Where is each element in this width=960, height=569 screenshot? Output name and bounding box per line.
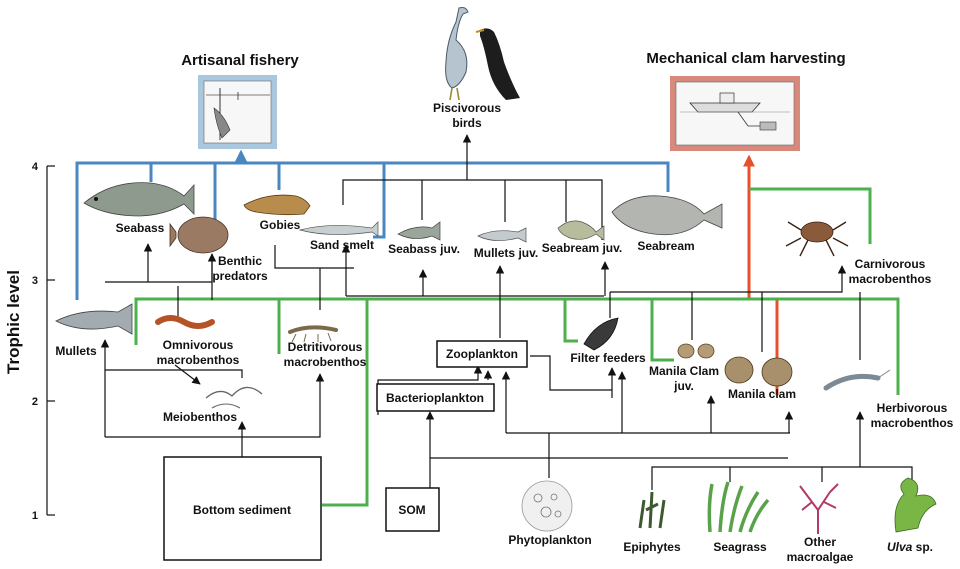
manila-clam-icon: [724, 356, 793, 387]
tick-4: 4: [32, 161, 39, 173]
phytoplankton-label: Phytoplankton: [508, 533, 591, 547]
trophic-axis: 4 3 2 1 Trophic level: [4, 161, 55, 522]
trophic-links: [100, 134, 913, 490]
ulva-label: Ulva sp.: [887, 540, 933, 554]
benthic-predators-label-2: predators: [212, 269, 268, 283]
phytoplankton-icon: [521, 480, 573, 532]
herbivorous-macrobenthos-label-1: Herbivorous: [877, 401, 948, 415]
fishing-net-illustration: [198, 75, 277, 149]
other-macroalgae-label-2: macroalgae: [787, 550, 854, 564]
goby-icon: [243, 194, 311, 216]
mullets-juv-label: Mullets juv.: [474, 246, 538, 260]
mechanical-harvesting-title: Mechanical clam harvesting: [646, 50, 845, 67]
worm-icon: [155, 315, 215, 329]
crab-icon: [785, 221, 849, 257]
bacterioplankton-label: Bacterioplankton: [386, 391, 484, 405]
ulva-suffix: sp.: [912, 540, 933, 554]
amphipod-icon: [288, 325, 338, 343]
tick-1: 1: [32, 510, 38, 522]
seabream-juv-label: Seabream juv.: [542, 241, 622, 255]
seabream-icon: [611, 195, 723, 236]
seagrass-icon: [707, 481, 770, 533]
sand-smelt-label: Sand smelt: [310, 238, 374, 252]
detritivorous-macrobenthos-label-2: macrobenthos: [284, 355, 367, 369]
flatfish-icon: [169, 216, 229, 254]
carnivorous-macrobenthos-label-2: macrobenthos: [849, 272, 932, 286]
bottom-sediment-box: [163, 456, 322, 561]
carnivorous-macrobenthos-label-1: Carnivorous: [855, 257, 926, 271]
ulva-genus: Ulva: [887, 540, 913, 554]
ulva-icon: [894, 477, 937, 533]
gobies-label: Gobies: [260, 218, 301, 232]
piscivorous-birds-label-2: birds: [452, 116, 482, 130]
seabream-label: Seabream: [637, 239, 694, 253]
macroalgae-icon: [799, 483, 839, 534]
mullet-icon: [55, 303, 133, 335]
fishery-links: [75, 149, 670, 300]
zooplankton-box: [436, 340, 528, 368]
mullets-label: Mullets: [55, 344, 97, 358]
herbivorous-macrobenthos-label-2: macrobenthos: [871, 416, 954, 430]
sand-smelt-icon: [298, 221, 379, 237]
small-clam-icon: [677, 343, 715, 359]
heron-icon: [445, 7, 469, 101]
other-macroalgae-label-1: Other: [804, 535, 836, 549]
axis-title: Trophic level: [4, 270, 23, 374]
manila-clam-label: Manila clam: [728, 387, 796, 401]
mullet-juv-icon: [477, 227, 527, 243]
tick-3: 3: [32, 275, 38, 287]
seabream-juv-icon: [557, 220, 605, 241]
mussel-icon: [583, 317, 619, 351]
manila-clam-juv-label-2: juv.: [673, 379, 694, 393]
seagrass-label: Seagrass: [713, 540, 767, 554]
seabass-juv-icon: [397, 221, 441, 241]
seabass-icon: [83, 182, 195, 217]
tick-2: 2: [32, 396, 38, 408]
omnivorous-macrobenthos-label-2: macrobenthos: [157, 353, 240, 367]
som-box: [385, 487, 440, 532]
filter-feeders-label: Filter feeders: [570, 351, 646, 365]
epiphytes-icon: [638, 491, 666, 529]
som-label: SOM: [398, 503, 425, 517]
bacterioplankton-box: [376, 383, 495, 412]
manila-clam-juv-label-1: Manila Clam: [649, 364, 719, 378]
meiobenthos-icon: [205, 386, 263, 409]
cormorant-icon: [475, 28, 520, 100]
clam-dredge-boat-illustration: [670, 76, 800, 151]
artisanal-fishery-title: Artisanal fishery: [181, 52, 299, 69]
benthic-links: [134, 187, 900, 507]
piscivorous-birds-label-1: Piscivorous: [433, 101, 501, 115]
meiobenthos-label: Meiobenthos: [163, 410, 237, 424]
omnivorous-macrobenthos-label-1: Omnivorous: [163, 338, 234, 352]
benthic-predators-label-1: Benthic: [218, 254, 262, 268]
epiphytes-label: Epiphytes: [623, 540, 681, 554]
seabass-label: Seabass: [116, 221, 165, 235]
seabass-juv-label: Seabass juv.: [388, 242, 460, 256]
shrimp-icon: [823, 369, 891, 391]
detritivorous-macrobenthos-label-1: Detritivorous: [288, 340, 363, 354]
bottom-sediment-label: Bottom sediment: [193, 503, 291, 517]
zooplankton-label: Zooplankton: [446, 347, 518, 361]
